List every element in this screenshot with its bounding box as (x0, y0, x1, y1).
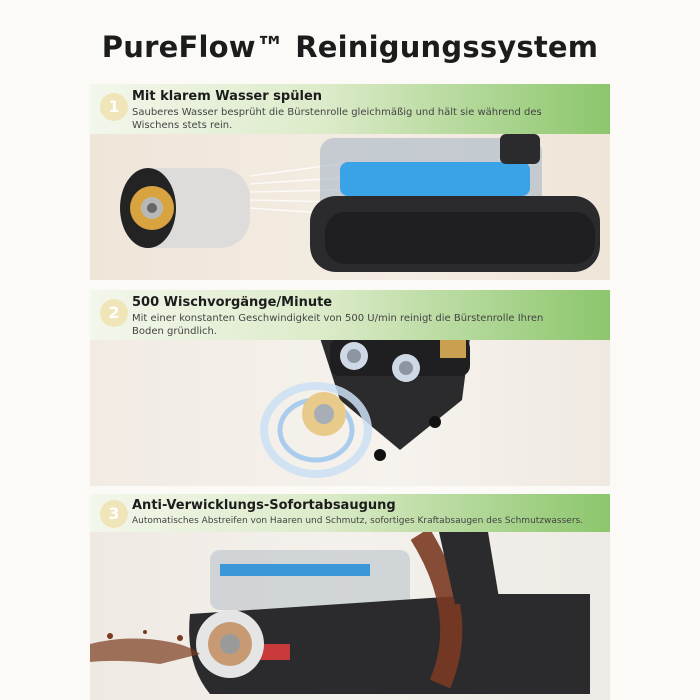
water-swirl-icon (260, 382, 372, 478)
section-banner: 2 500 Wischvorgänge/Minute Mit einer kon… (90, 290, 610, 340)
section-suction: 3 Anti-Verwicklungs-Sofortabsaugung Auto… (90, 494, 610, 700)
page-title: PureFlow™ Reinigungssystem (101, 30, 599, 64)
section-banner: 3 Anti-Verwicklungs-Sofortabsaugung Auto… (90, 494, 610, 532)
mop-cutaway-icon (189, 514, 590, 694)
section-banner: 1 Mit klarem Wasser spülen Sauberes Wass… (90, 84, 610, 134)
section-description: Automatisches Abstreifen von Haaren und … (132, 516, 584, 526)
section-description: Sauberes Wasser besprüht die Bürstenroll… (132, 107, 542, 131)
rinse-illustration (120, 134, 600, 272)
section-rinse: 1 Mit klarem Wasser spülen Sauberes Wass… (90, 84, 610, 280)
suction-illustration (90, 514, 590, 694)
mop-head-icon (310, 134, 600, 272)
step-number: 1 (100, 93, 128, 121)
mop-underside-icon (320, 338, 470, 461)
section-description: Mit einer konstanten Geschwindigkeit von… (132, 313, 544, 337)
step-number: 2 (100, 299, 128, 327)
section-heading: 500 Wischvorgänge/Minute (132, 295, 333, 310)
rotation-illustration (260, 338, 470, 478)
brush-roller-icon (120, 168, 250, 248)
brush-roller-icon (196, 610, 264, 678)
section-heading: Anti-Verwicklungs-Sofortabsaugung (132, 498, 396, 513)
section-rotation: 2 500 Wischvorgänge/Minute Mit einer kon… (90, 290, 610, 486)
step-number: 3 (100, 500, 128, 528)
dirty-water-icon (90, 630, 200, 664)
section-heading: Mit klarem Wasser spülen (132, 89, 323, 104)
